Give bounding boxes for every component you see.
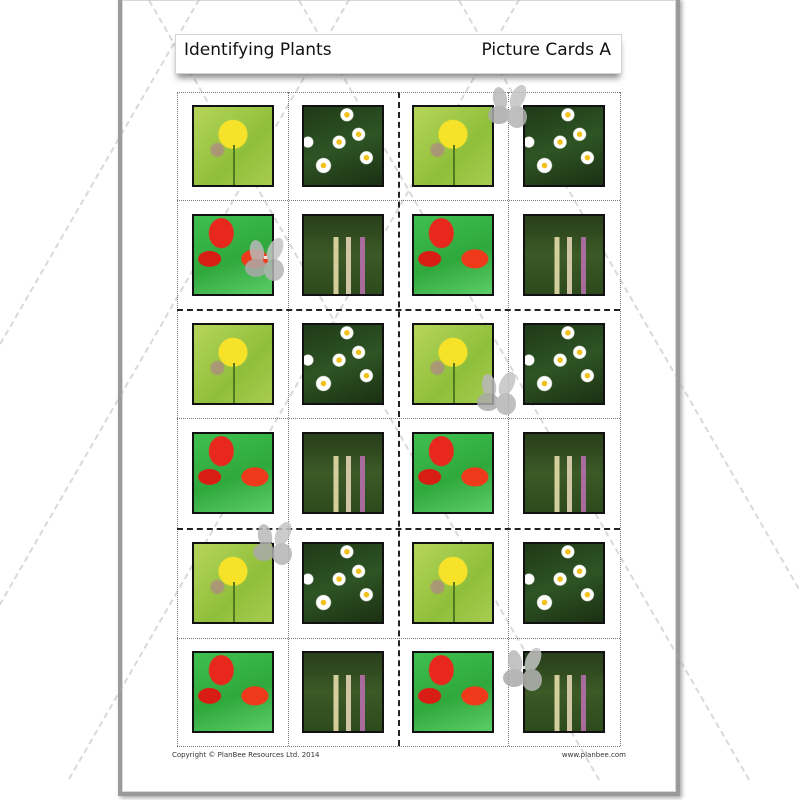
cut-line-horizontal (177, 309, 620, 311)
fold-line-vertical (620, 92, 621, 746)
fold-line-horizontal (177, 200, 620, 201)
daisy-picture-card (302, 322, 384, 405)
fold-line-horizontal (177, 746, 620, 747)
fold-line-vertical (177, 92, 178, 746)
daisy-picture-card (523, 322, 605, 405)
page-frame (122, 0, 676, 792)
buttercup-picture-card (191, 322, 274, 405)
foxglove-picture-card (302, 651, 384, 733)
daisy-picture-card (523, 105, 605, 187)
copyright-text: Copyright © PlanBee Resources Ltd. 2014 (172, 751, 320, 759)
website-link: www.planbee.com (561, 751, 626, 759)
butterfly-watermark-icon (250, 521, 298, 568)
buttercup-picture-card (412, 105, 494, 187)
fold-line-vertical (508, 92, 509, 746)
worksheet-title: Identifying Plants (184, 40, 332, 60)
cut-line-horizontal (177, 528, 620, 530)
daisy-picture-card (302, 105, 384, 187)
butterfly-watermark-icon (474, 371, 522, 418)
daisy-picture-card (302, 542, 384, 624)
poppy-picture-card (412, 213, 494, 296)
foxglove-picture-card (523, 432, 605, 514)
buttercup-picture-card (191, 105, 274, 187)
title-banner: Identifying Plants Picture Cards A (175, 34, 622, 74)
foxglove-picture-card (523, 651, 605, 733)
fold-line-horizontal (177, 418, 620, 419)
poppy-picture-card (191, 432, 274, 514)
worksheet-subtitle: Picture Cards A (481, 40, 611, 60)
foxglove-picture-card (523, 213, 605, 296)
fold-line-vertical (288, 92, 289, 746)
buttercup-picture-card (412, 542, 494, 624)
poppy-picture-card (191, 651, 274, 733)
foxglove-picture-card (302, 432, 384, 514)
poppy-picture-card (412, 651, 494, 733)
fold-line-horizontal (177, 638, 620, 639)
foxglove-picture-card (302, 213, 384, 296)
butterfly-watermark-icon (242, 237, 290, 284)
butterfly-watermark-icon (500, 647, 548, 694)
buttercup-picture-card (412, 322, 494, 405)
fold-line-horizontal (177, 92, 620, 93)
butterfly-watermark-icon (485, 84, 533, 131)
cut-line-vertical (398, 92, 400, 746)
daisy-picture-card (523, 542, 605, 624)
poppy-picture-card (412, 432, 494, 514)
